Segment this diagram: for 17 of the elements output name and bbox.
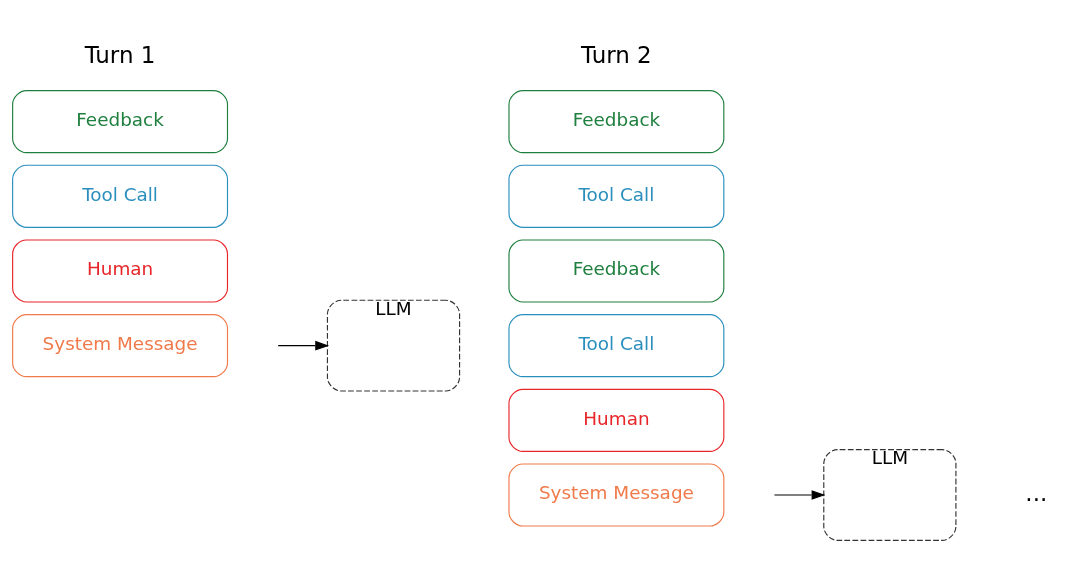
node-box: Feedback <box>508 89 725 153</box>
node-box: Tool Call <box>508 313 725 377</box>
node-box: Feedback <box>508 238 725 303</box>
label: ... <box>1025 479 1048 506</box>
node-box: Tool Call <box>508 164 725 228</box>
node-box: System Message <box>508 462 725 527</box>
node-box: System Message <box>12 313 229 377</box>
arrow <box>773 489 826 500</box>
label: Turn 2 <box>581 41 652 68</box>
node-box: Human <box>508 388 725 452</box>
node-box: LLM <box>326 299 461 392</box>
node-box: LLM <box>823 448 957 541</box>
arrow <box>277 340 330 350</box>
node-box: Tool Call <box>12 164 229 228</box>
label: Turn 1 <box>84 41 156 68</box>
node-box: Feedback <box>12 89 229 153</box>
node-box: Human <box>12 238 229 303</box>
